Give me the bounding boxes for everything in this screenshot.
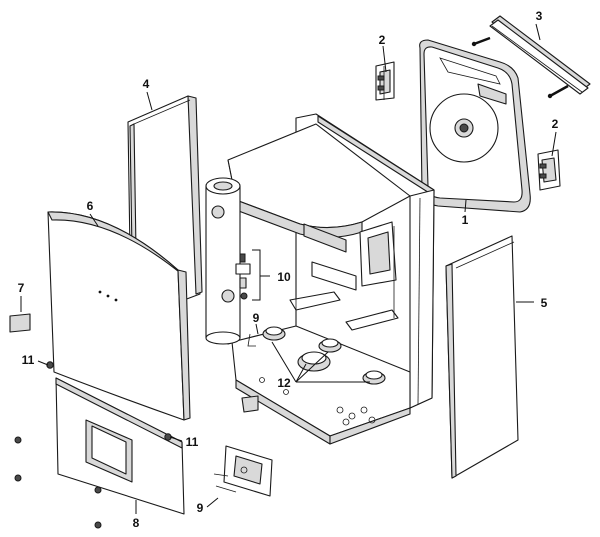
pipe-fitting — [362, 370, 386, 385]
leader-lines — [20, 23, 557, 514]
clip-icon — [14, 436, 102, 529]
callout-9-lower: 9 — [197, 501, 204, 515]
boiler-housing — [225, 113, 435, 445]
callout-4: 4 — [143, 77, 150, 91]
bracket-clip — [241, 395, 259, 413]
valve-fitting — [235, 253, 251, 300]
right-side-panel — [445, 235, 519, 479]
screw-icon — [547, 84, 569, 99]
callout-12: 12 — [277, 376, 291, 390]
fixing-plate — [213, 445, 273, 497]
expansion-vessel — [205, 177, 241, 345]
label-sticker — [9, 313, 31, 333]
callout-11-right: 11 — [186, 435, 199, 449]
seal-ring — [247, 333, 256, 347]
pipe-fitting — [318, 338, 342, 353]
callout-7: 7 — [18, 281, 25, 295]
screw-icon — [471, 36, 491, 47]
lower-front-panel — [55, 377, 185, 515]
callout-8: 8 — [133, 516, 140, 530]
front-upper-panel — [47, 211, 191, 421]
callout-6: 6 — [87, 199, 94, 213]
top-cover — [419, 39, 531, 213]
mounting-bar — [489, 15, 591, 95]
callout-1: 1 — [462, 213, 469, 227]
callout-5: 5 — [541, 296, 548, 310]
pipe-fitting — [262, 326, 286, 341]
callout-3: 3 — [536, 9, 543, 23]
callout-2-right: 2 — [552, 117, 559, 131]
callout-10: 10 — [277, 270, 291, 284]
bracket-clip — [537, 149, 561, 191]
callout-9-upper: 9 — [253, 311, 260, 325]
bracket-clip — [375, 61, 395, 101]
callout-2-upper: 2 — [379, 33, 386, 47]
callout-11-left: 11 — [22, 353, 35, 367]
